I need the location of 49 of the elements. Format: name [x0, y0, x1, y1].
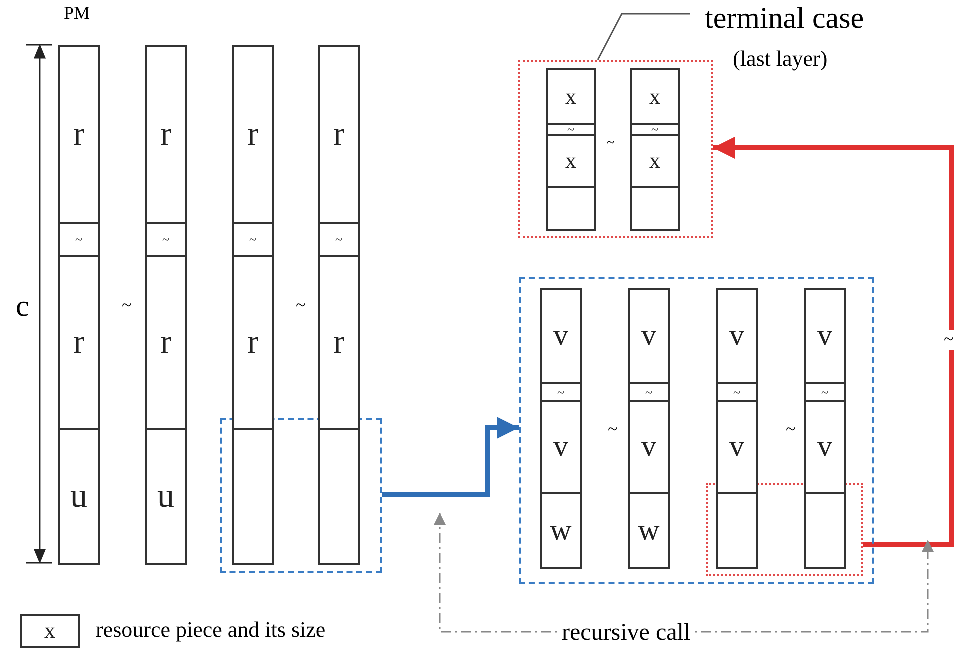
resource-piece: v [540, 400, 582, 494]
resource-piece: x [546, 68, 596, 125]
resource-piece: v [804, 288, 846, 384]
resource-piece: r [318, 255, 360, 430]
resource-piece: x [20, 614, 80, 648]
resource-piece: w [540, 492, 582, 569]
resource-piece: u [58, 428, 100, 565]
resource-piece: v [628, 288, 670, 384]
resource-piece [232, 428, 274, 565]
selection-frame [220, 418, 382, 573]
resource-piece: ~ [804, 382, 846, 402]
resource-piece: w [628, 492, 670, 569]
resource-piece: ~ [58, 222, 100, 257]
selection-frame [518, 60, 713, 238]
callout-text: terminal case [705, 2, 864, 36]
resource-piece: v [628, 400, 670, 494]
arrow [382, 417, 519, 498]
resource-piece: ~ [716, 382, 758, 402]
resource-piece: r [58, 255, 100, 430]
resource-piece: r [58, 45, 100, 224]
callout-text: (last layer) [733, 46, 828, 72]
resource-piece: r [145, 45, 187, 224]
resource-piece: ~ [628, 382, 670, 402]
resource-piece: v [540, 288, 582, 384]
resource-piece: v [804, 400, 846, 494]
resource-piece [804, 492, 846, 569]
resource-piece: ~ [232, 222, 274, 257]
selection-frame [519, 277, 874, 584]
resource-piece [546, 186, 596, 231]
resource-piece: r [145, 255, 187, 430]
leader-line [597, 13, 690, 60]
resource-piece: r [232, 45, 274, 224]
resource-piece: u [145, 428, 187, 565]
resource-piece: r [232, 255, 274, 430]
resource-piece: ~ [540, 382, 582, 402]
resource-piece [716, 492, 758, 569]
selection-frame [706, 483, 863, 576]
resource-piece [630, 186, 680, 231]
resource-piece: x [630, 68, 680, 125]
resource-piece: v [716, 288, 758, 384]
resource-piece: ~ [318, 222, 360, 257]
resource-piece [318, 428, 360, 565]
resource-piece: x [630, 134, 680, 188]
resource-piece: r [318, 45, 360, 224]
arrow [713, 137, 954, 548]
resource-piece: v [716, 400, 758, 494]
legend-text: resource piece and its size [96, 617, 326, 643]
resource-piece: ~ [145, 222, 187, 257]
resource-piece: x [546, 134, 596, 188]
